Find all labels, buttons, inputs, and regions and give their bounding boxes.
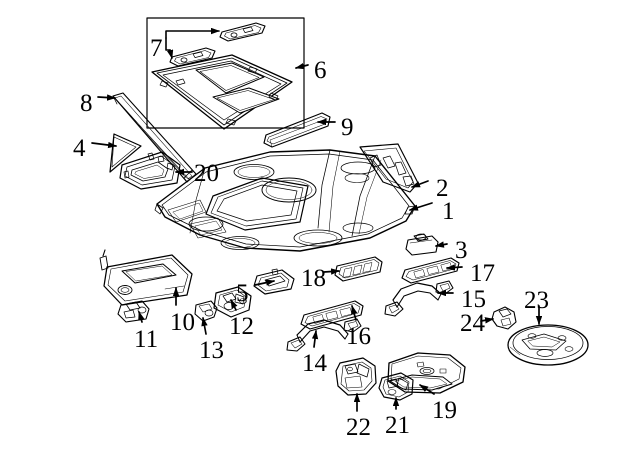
callout-label-21[interactable]: 21 [385,412,410,439]
callout-label-6[interactable]: 6 [314,57,327,84]
callout-label-22[interactable]: 22 [346,414,371,441]
leader-13 [201,317,208,335]
part-console-bracket [335,357,377,396]
callout-label-20[interactable]: 20 [194,160,219,187]
callout-label-13[interactable]: 13 [199,337,224,364]
part-sunroof-sunshade-assembly [146,17,305,130]
part-sun-visor [99,249,193,306]
leader-14 [311,330,319,348]
part-sunshade-guide-clips [165,22,266,67]
leader-18 [323,268,340,275]
part-dome-lamp-oval [507,324,589,366]
leader-16 [351,305,358,321]
callout-label-1[interactable]: 1 [442,198,455,225]
leader-5 [254,279,275,286]
part-small-clip-bracket [405,233,439,256]
leader-17 [446,264,463,271]
callout-label-3[interactable]: 3 [455,237,468,264]
leader-19 [419,384,435,395]
callout-label-17[interactable]: 17 [470,260,495,287]
leader-1 [409,202,433,211]
callout-label-12[interactable]: 12 [229,313,254,340]
callout-label-24[interactable]: 24 [460,310,485,337]
leader-2 [411,180,429,188]
callout-label-7[interactable]: 7 [150,35,163,62]
leader-24 [480,317,494,324]
part-handle-cover-trim [334,256,383,282]
callout-label-19[interactable]: 19 [432,397,457,424]
part-rear-roof-trim-rail [359,143,419,193]
part-console-clip-small [378,372,414,401]
part-grip-base-trim [300,300,364,330]
callout-label-5[interactable]: 5 [236,280,249,307]
callout-label-9[interactable]: 9 [341,114,354,141]
part-visor-retainer-hook [194,300,218,322]
callout-label-8[interactable]: 8 [80,90,93,117]
part-assist-grip-handle-rear [384,280,454,317]
callout-label-16[interactable]: 16 [346,323,371,350]
callout-label-10[interactable]: 10 [170,309,195,336]
callout-label-4[interactable]: 4 [73,135,86,162]
callout-label-14[interactable]: 14 [302,350,327,377]
callout-label-2[interactable]: 2 [436,175,449,202]
part-grip-base-trim-rear [401,257,460,284]
leader-4 [91,141,117,149]
leader-8 [97,94,116,101]
leader-12 [230,299,238,311]
part-headliner-main-panel [154,149,416,252]
leader-6 [295,62,309,70]
part-side-rail-molding [112,92,197,183]
callout-label-15[interactable]: 15 [461,286,486,313]
part-lamp-bulb-socket [491,306,517,330]
leader-3 [435,241,448,248]
part-corner-wedge-trim [109,133,142,173]
part-front-lamp-console [119,151,181,190]
part-visor-clip [117,300,150,323]
part-visor-hinge-bracket [213,286,252,318]
callout-label-11[interactable]: 11 [134,326,159,353]
part-rear-trim-molding [263,112,331,148]
leader-11 [138,311,145,323]
callout-label-23[interactable]: 23 [524,287,549,314]
callout-label-18[interactable]: 18 [301,265,326,292]
